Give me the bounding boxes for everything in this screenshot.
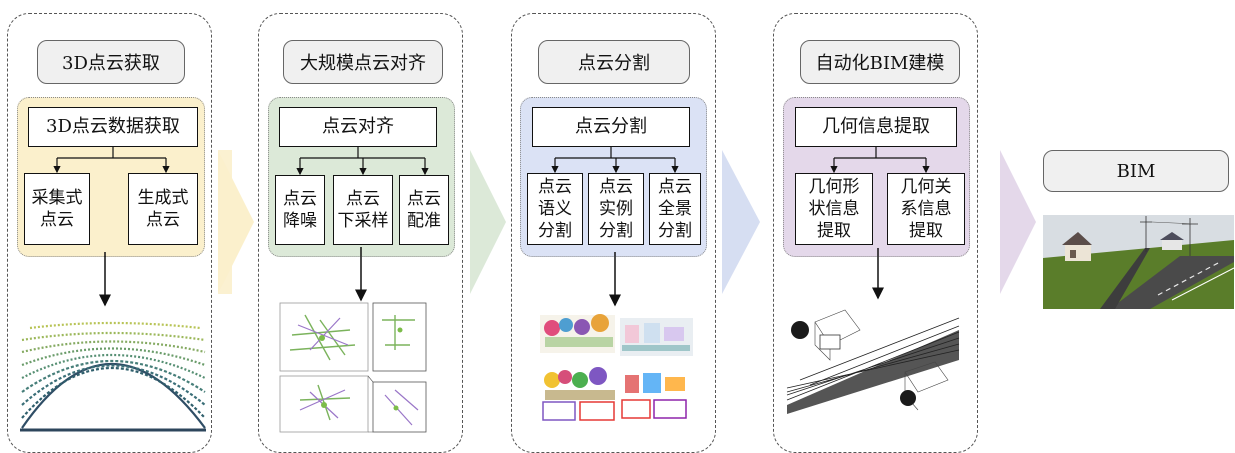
sub-box-relation-info: 几何关 系信息 提取	[887, 173, 965, 245]
stage-title-bim-modeling: 自动化BIM建模	[800, 40, 960, 84]
stage-title-alignment: 大规模点云对齐	[283, 40, 443, 84]
main-box-segmentation: 点云分割	[532, 107, 690, 147]
sub-box-instance-seg: 点云 实例 分割	[588, 173, 644, 245]
chevron-2	[470, 150, 506, 294]
main-box-geometry: 几何信息提取	[795, 107, 957, 147]
sub-box-captured-pointcloud: 采集式 点云	[24, 173, 90, 245]
sub-box-panoptic-seg: 点云 全景 分割	[649, 173, 701, 245]
sub-box-semantic-seg: 点云 语义 分割	[527, 173, 583, 245]
sub-box-registration: 点云 配准	[399, 175, 449, 245]
bim-render-image	[1043, 215, 1235, 309]
sub-box-generated-pointcloud: 生成式 点云	[128, 173, 198, 245]
sub-box-denoise: 点云 降噪	[275, 175, 325, 245]
chevron-3	[722, 150, 760, 294]
main-box-alignment: 点云对齐	[279, 107, 437, 147]
main-box-acquisition: 3D点云数据获取	[28, 107, 198, 147]
thumb-bim-wireframe	[786, 302, 960, 414]
stage-title-segmentation: 点云分割	[538, 40, 690, 84]
stage-title-acquisition: 3D点云获取	[37, 40, 185, 84]
thumb-lidar-scan	[20, 310, 206, 434]
final-title-bim: BIM	[1043, 150, 1229, 192]
thumb-segmentation	[540, 314, 693, 423]
sub-box-downsample: 点云 下采样	[333, 175, 393, 245]
chevron-1-body	[218, 150, 254, 294]
sub-box-shape-info: 几何形 状信息 提取	[795, 173, 873, 245]
chevron-4	[1000, 150, 1036, 294]
thumb-alignment	[279, 302, 427, 433]
